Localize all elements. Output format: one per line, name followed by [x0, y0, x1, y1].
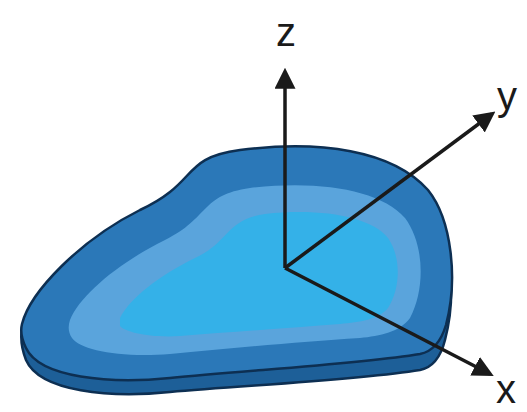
x-axis — [285, 268, 490, 374]
insole-top — [21, 146, 452, 380]
insole-middle — [69, 185, 421, 355]
axis-label: x — [496, 369, 516, 409]
insole-inner — [120, 212, 398, 336]
axis-label: z — [276, 12, 296, 52]
axis-label: y — [497, 76, 517, 116]
z-axis — [283, 72, 287, 268]
y-axis — [285, 114, 492, 268]
